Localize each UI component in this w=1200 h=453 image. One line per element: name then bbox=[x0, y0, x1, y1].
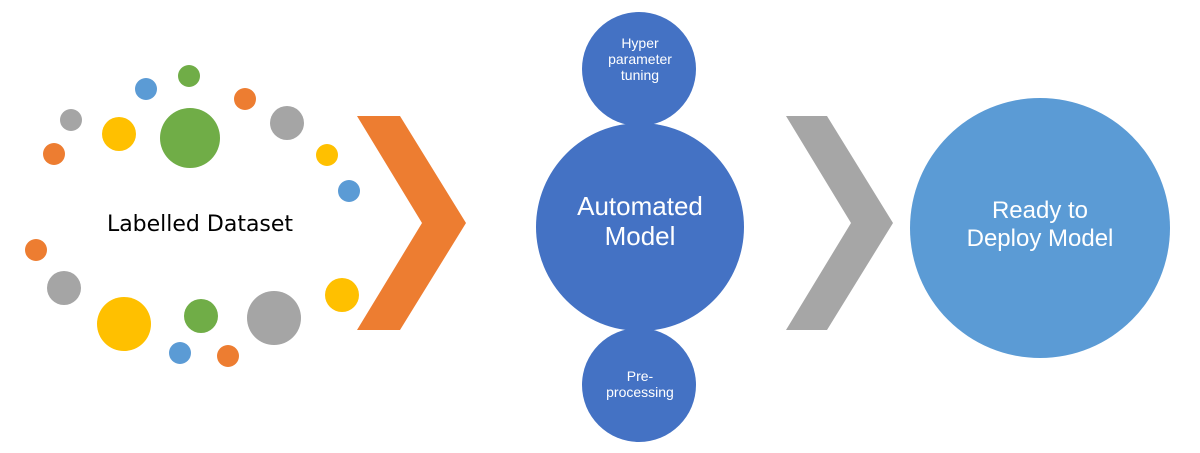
dataset-dot bbox=[43, 143, 65, 165]
label-line: Automated bbox=[577, 191, 703, 221]
dataset-dot bbox=[97, 297, 151, 351]
dataset-dot bbox=[184, 299, 218, 333]
label-line: Deploy Model bbox=[966, 224, 1114, 252]
chevron-arrow-orange bbox=[357, 116, 466, 330]
dataset-dot bbox=[135, 78, 157, 100]
preprocessing-circle bbox=[582, 328, 696, 442]
label-line: processing bbox=[606, 384, 674, 401]
automated-model-circle bbox=[536, 123, 744, 331]
label-line: tuning bbox=[620, 67, 660, 84]
ready-to-deploy-label: Ready to Deploy Model bbox=[910, 197, 1170, 252]
dataset-dot bbox=[234, 88, 256, 110]
dataset-dot bbox=[160, 108, 220, 168]
dataset-dots bbox=[25, 65, 360, 367]
dataset-dot bbox=[47, 271, 81, 305]
dataset-dot bbox=[102, 117, 136, 151]
dataset-dot bbox=[169, 342, 191, 364]
hyperparameter-tuning-label: Hyper parameter tuning bbox=[580, 35, 700, 83]
dataset-dot bbox=[178, 65, 200, 87]
label-line: Pre- bbox=[626, 368, 654, 384]
label-line: Model bbox=[604, 220, 676, 251]
preprocessing-label: Pre- processing bbox=[580, 368, 700, 400]
labelled-dataset-label: Labelled Dataset bbox=[106, 212, 294, 237]
label-line: Hyper bbox=[621, 35, 659, 51]
dataset-dot bbox=[217, 345, 239, 367]
label-line: parameter bbox=[608, 51, 672, 68]
automated-model-label: Automated Model bbox=[540, 191, 740, 252]
dataset-dot bbox=[247, 291, 301, 345]
hyperparameter-tuning-circle bbox=[582, 12, 696, 126]
dataset-dot bbox=[270, 106, 304, 140]
dataset-dot bbox=[25, 239, 47, 261]
label-line: Ready to bbox=[991, 197, 1089, 224]
chevron-arrow-gray bbox=[786, 116, 893, 330]
dataset-dot bbox=[316, 144, 338, 166]
ready-to-deploy-circle bbox=[910, 98, 1170, 358]
dataset-dot bbox=[60, 109, 82, 131]
dataset-dot bbox=[325, 278, 359, 312]
dataset-dot bbox=[338, 180, 360, 202]
